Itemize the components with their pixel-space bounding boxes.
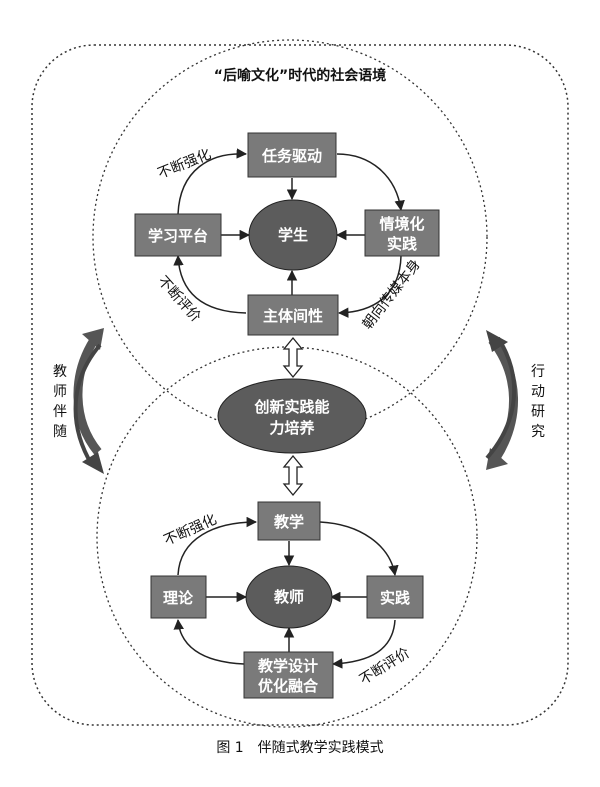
context-title: “后喻文化”时代的社会语境 — [214, 67, 386, 84]
svg-text:师: 师 — [53, 384, 67, 400]
upper-circle — [92, 39, 488, 435]
box-situational-practice-line2: 实践 — [387, 235, 417, 253]
upper-label-reinforce: 不断强化 — [156, 146, 214, 182]
svg-text:究: 究 — [531, 424, 545, 440]
box-situational-practice-line1: 情境化 — [379, 215, 424, 233]
double-arrow-lower — [282, 454, 304, 497]
box-learning-platform: 学习平台 — [134, 213, 222, 257]
svg-text:教: 教 — [53, 364, 67, 380]
right-side-curved-arrows — [485, 330, 518, 470]
lower-circle — [96, 346, 478, 728]
ellipse-teacher: 教师 — [245, 565, 333, 629]
box-design-integration: 教学设计 优化融合 — [243, 651, 334, 699]
box-teaching: 教学 — [257, 501, 321, 541]
ellipse-innovation-capability: 创新实践能 力培养 — [217, 378, 367, 454]
context-frame — [31, 44, 569, 726]
box-task-driven-label: 任务驱动 — [261, 147, 322, 165]
upper-arc-left-to-top — [177, 148, 248, 215]
lower-label-evaluate: 不断评价 — [357, 645, 413, 688]
upper-label-toward-media: 朝向传媒本身 — [360, 257, 424, 333]
box-intersubjectivity-label: 主体间性 — [263, 307, 323, 325]
upper-label-evaluate: 不断评价 — [154, 273, 203, 325]
upper-arc-right-to-bottom — [337, 255, 402, 318]
ellipse-teacher-label: 教师 — [273, 588, 304, 606]
lower-arc-left-to-top — [177, 516, 258, 576]
box-teaching-label: 教学 — [273, 513, 304, 531]
double-arrow-upper — [282, 336, 304, 379]
upper-arc-top-to-right — [336, 153, 405, 212]
box-design-integration-line1: 教学设计 — [257, 657, 318, 675]
side-label-teacher-companion: 教 师 伴 随 — [53, 364, 67, 440]
lower-arc-right-to-bottom — [331, 619, 396, 669]
upper-arc-bottom-to-left — [173, 254, 247, 314]
side-label-action-research: 行 动 研 究 — [531, 364, 545, 440]
ellipse-student-label: 学生 — [278, 226, 308, 244]
svg-text:随: 随 — [53, 424, 67, 440]
svg-text:行: 行 — [531, 364, 545, 380]
svg-text:研: 研 — [531, 404, 545, 420]
box-theory-label: 理论 — [163, 589, 194, 607]
lower-arc-bottom-to-left — [173, 618, 245, 665]
svg-text:动: 动 — [531, 384, 545, 400]
ellipse-student: 学生 — [248, 199, 338, 271]
lower-arc-top-to-right — [319, 521, 399, 577]
box-learning-platform-label: 学习平台 — [148, 227, 208, 245]
svg-text:伴: 伴 — [53, 404, 67, 420]
box-situational-practice: 情境化 实践 — [364, 209, 440, 257]
box-theory: 理论 — [150, 575, 207, 619]
box-task-driven: 任务驱动 — [247, 132, 337, 178]
left-side-curved-arrows — [73, 328, 104, 474]
box-practice-label: 实践 — [380, 589, 410, 607]
ellipse-innovation-line1: 创新实践能 — [253, 398, 329, 416]
box-design-integration-line2: 优化融合 — [258, 677, 319, 695]
box-intersubjectivity: 主体间性 — [247, 294, 339, 336]
ellipse-innovation-line2: 力培养 — [269, 419, 315, 437]
box-practice: 实践 — [366, 575, 424, 619]
figure-caption: 图 1 伴随式教学实践模式 — [216, 740, 383, 756]
